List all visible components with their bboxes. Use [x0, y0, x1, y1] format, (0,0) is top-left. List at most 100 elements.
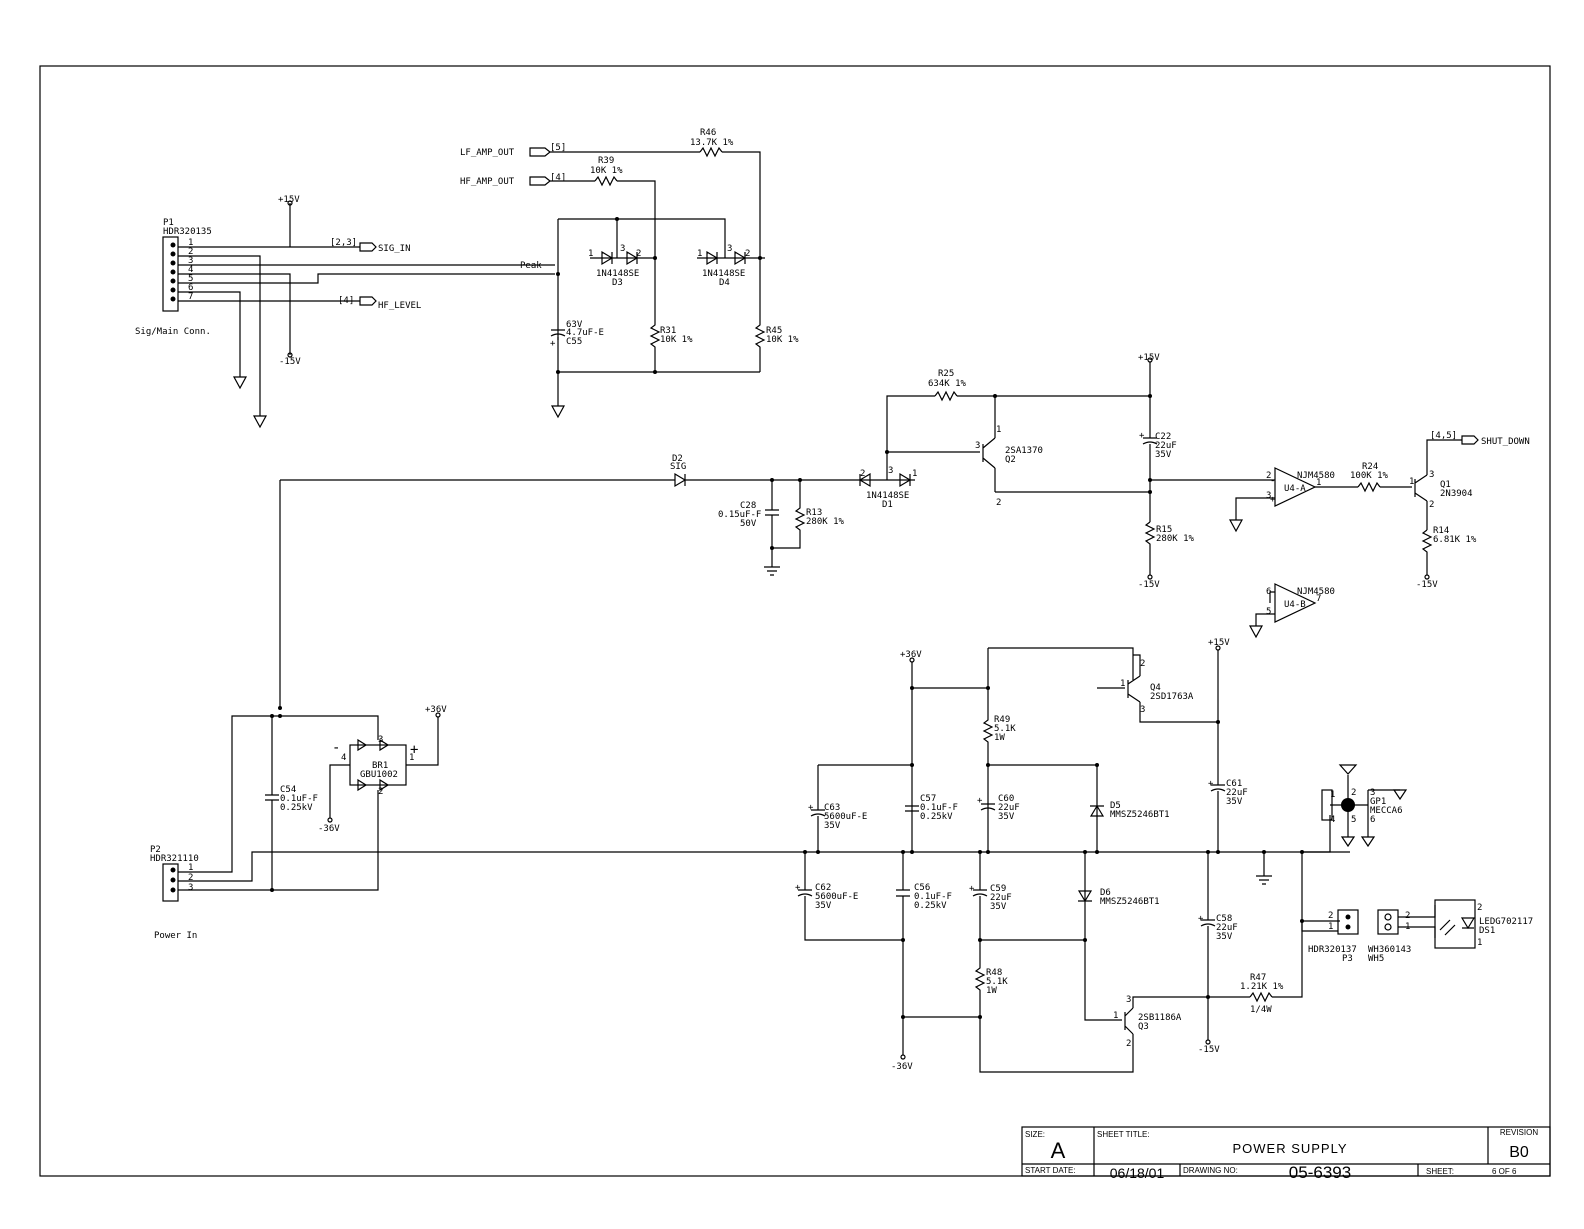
svg-text:35V: 35V [1216, 932, 1233, 942]
ground-icon [550, 405, 566, 419]
lf-port-icon [529, 147, 551, 157]
svg-text:1: 1 [1328, 922, 1333, 932]
svg-text:2: 2 [188, 247, 193, 257]
svg-text:2: 2 [188, 873, 193, 883]
svg-text:MECCA6: MECCA6 [1370, 806, 1403, 816]
svg-text:22uF: 22uF [990, 893, 1012, 903]
svg-text:+36V: +36V [900, 650, 922, 660]
ground-icon [1248, 625, 1264, 639]
svg-text:280K 1%: 280K 1% [1156, 534, 1195, 544]
svg-text:C61: C61 [1226, 779, 1242, 789]
svg-text:1W: 1W [986, 986, 997, 996]
svg-text:+: + [1139, 431, 1145, 441]
svg-text:1: 1 [1409, 477, 1414, 487]
svg-text:R31: R31 [660, 326, 676, 336]
svg-text:2N3904: 2N3904 [1440, 489, 1473, 499]
svg-text:1W: 1W [994, 733, 1005, 743]
p2-desc: Power In [154, 931, 197, 941]
opamp-icon [1274, 583, 1317, 623]
svg-text:R13: R13 [806, 508, 822, 518]
svg-text:2: 2 [860, 469, 865, 479]
sheet-border [39, 65, 1551, 1177]
svg-text:WH5: WH5 [1368, 954, 1384, 964]
svg-text:1N4148SE: 1N4148SE [596, 269, 639, 279]
svg-text:Q1: Q1 [1440, 480, 1451, 490]
svg-text:1/4W: 1/4W [1250, 1005, 1272, 1015]
svg-text:1N4148SE: 1N4148SE [866, 491, 909, 501]
svg-text:+: + [1270, 495, 1276, 505]
led-icon [1460, 917, 1476, 930]
svg-text:35V: 35V [1155, 450, 1172, 460]
svg-text:3: 3 [975, 441, 980, 451]
svg-text:R48: R48 [986, 968, 1002, 978]
svg-text:-36V: -36V [318, 824, 340, 834]
svg-text:7: 7 [188, 292, 193, 302]
svg-text:Q2: Q2 [1005, 455, 1016, 465]
svg-text:WH360143: WH360143 [1368, 945, 1411, 955]
svg-text:Q3: Q3 [1138, 1022, 1149, 1032]
diode-icon [734, 250, 747, 266]
size-label: SIZE: [1025, 1130, 1045, 1139]
svg-text:-15V: -15V [1138, 580, 1160, 590]
svg-text:[5]: [5] [550, 143, 566, 153]
svg-text:3: 3 [378, 735, 383, 745]
svg-text:C62: C62 [815, 883, 831, 893]
svg-text:-15V: -15V [1198, 1045, 1220, 1055]
hf-port-icon [529, 176, 551, 186]
svg-text:35V: 35V [990, 902, 1007, 912]
svg-text:+: + [969, 884, 975, 894]
svg-text:D4: D4 [719, 278, 730, 288]
svg-text:C54: C54 [280, 785, 296, 795]
svg-text:D5: D5 [1110, 801, 1121, 811]
svg-text:1: 1 [1316, 478, 1321, 488]
ground-icon [1228, 519, 1244, 533]
svg-text:C22: C22 [1155, 432, 1171, 442]
svg-text:4.7uF-E: 4.7uF-E [566, 328, 604, 338]
svg-text:0.1uF-F: 0.1uF-F [920, 803, 958, 813]
svg-text:5600uF-E: 5600uF-E [824, 812, 867, 822]
sig-in-port-icon [359, 242, 377, 252]
svg-text:BR1: BR1 [372, 761, 388, 771]
svg-text:R24: R24 [1362, 462, 1378, 472]
svg-text:C57: C57 [920, 794, 936, 804]
svg-text:3: 3 [620, 244, 625, 254]
hf-level-label: HF_LEVEL [378, 301, 421, 311]
svg-text:100K 1%: 100K 1% [1350, 471, 1389, 481]
revision-label: REVISION [1500, 1128, 1538, 1137]
svg-text:2: 2 [1477, 903, 1482, 913]
svg-text:1.21K 1%: 1.21K 1% [1240, 982, 1284, 992]
svg-text:-36V: -36V [891, 1062, 913, 1072]
svg-text:R49: R49 [994, 715, 1010, 725]
svg-text:+: + [808, 803, 814, 813]
p1-m15: -15V [279, 357, 301, 367]
svg-text:1: 1 [697, 249, 702, 259]
ground-icon [1338, 764, 1408, 848]
svg-text:22uF: 22uF [1226, 788, 1248, 798]
ground-icon [232, 376, 248, 390]
svg-text:C56: C56 [914, 883, 930, 893]
sheet-title-label: SHEET TITLE: [1097, 1130, 1150, 1139]
svg-text:C58: C58 [1216, 914, 1232, 924]
svg-text:22uF: 22uF [1216, 923, 1238, 933]
svg-text:GBU1002: GBU1002 [360, 770, 398, 780]
svg-text:1: 1 [1120, 679, 1125, 689]
svg-text:35V: 35V [824, 821, 841, 831]
svg-text:2: 2 [1351, 788, 1356, 798]
title-block: SIZE: A SHEET TITLE: POWER SUPPLY REVISI… [1021, 1126, 1551, 1182]
svg-text:NJM4580: NJM4580 [1297, 587, 1335, 597]
connector-p3 [1337, 909, 1359, 935]
svg-text:5: 5 [1351, 815, 1356, 825]
svg-text:-15V: -15V [1416, 580, 1438, 590]
p1-part: HDR320135 [163, 227, 212, 237]
svg-text:13.7K 1%: 13.7K 1% [690, 138, 734, 148]
svg-text:1N4148SE: 1N4148SE [702, 269, 745, 279]
svg-text:2SA1370: 2SA1370 [1005, 446, 1043, 456]
svg-text:1: 1 [1477, 938, 1482, 948]
svg-text:HDR321110: HDR321110 [150, 854, 199, 864]
svg-text:3: 3 [1370, 788, 1375, 798]
svg-text:7: 7 [1316, 594, 1321, 604]
svg-text:3: 3 [188, 883, 193, 893]
svg-text:NJM4580: NJM4580 [1297, 471, 1335, 481]
svg-text:3: 3 [727, 244, 732, 254]
